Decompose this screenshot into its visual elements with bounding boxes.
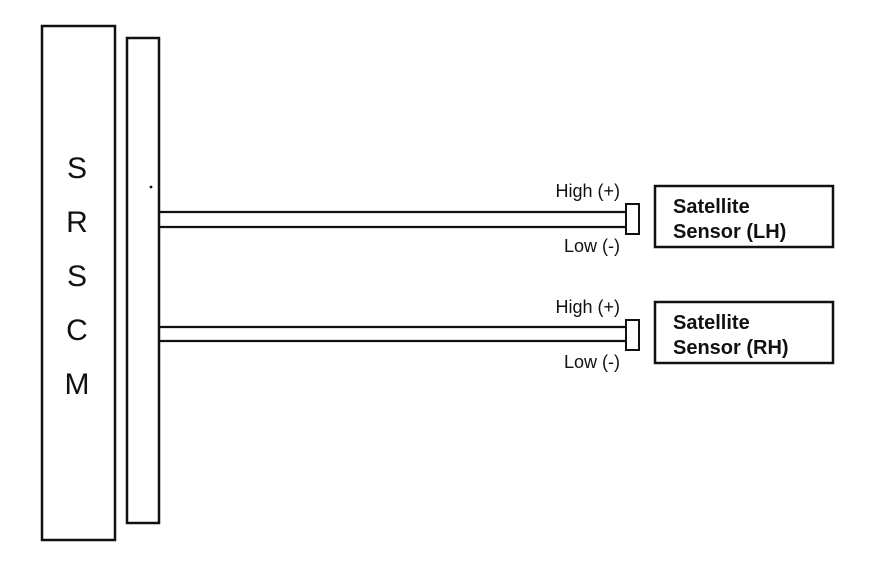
satellite-sensor-lh-line2: Sensor (LH) bbox=[673, 221, 786, 243]
satellite-sensor-rh-line1: Satellite bbox=[673, 312, 750, 334]
module-letter-s1: S bbox=[67, 152, 87, 185]
satellite-sensor-lh-line1: Satellite bbox=[673, 196, 750, 218]
module-letter-r: R bbox=[66, 206, 88, 239]
label-rh-high: High (+) bbox=[555, 297, 620, 317]
label-rh-low: Low (-) bbox=[564, 352, 620, 372]
label-lh-low: Low (-) bbox=[564, 236, 620, 256]
connector-mark-dot bbox=[149, 185, 153, 189]
satellite-sensor-lh-box bbox=[653, 184, 835, 249]
connector-plug-lh bbox=[625, 203, 640, 235]
satellite-sensor-rh-line2: Sensor (RH) bbox=[673, 337, 789, 359]
label-lh-high: High (+) bbox=[555, 181, 620, 201]
module-letter-c: C bbox=[66, 314, 88, 347]
srscm-module-box bbox=[40, 24, 117, 542]
connector-strip bbox=[125, 36, 161, 525]
module-letter-s2: S bbox=[67, 260, 87, 293]
module-letter-m: M bbox=[65, 368, 90, 401]
connector-plug-rh bbox=[625, 319, 640, 351]
satellite-sensor-rh-box bbox=[653, 300, 835, 365]
